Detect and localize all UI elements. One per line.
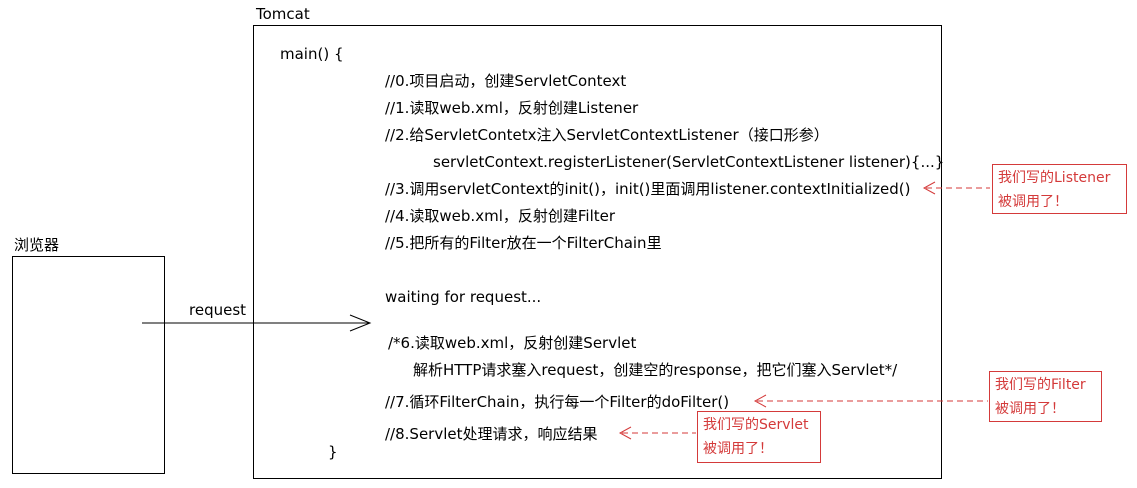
browser-box (12, 256, 165, 474)
filter-note-line1: 我们写的Filter (995, 377, 1086, 393)
servlet-note: 我们写的Servlet 被调用了！ (697, 411, 821, 463)
main-close-line: } (328, 443, 338, 461)
browser-title: 浏览器 (14, 236, 60, 254)
filter-note-line2: 被调用了！ (995, 401, 1065, 417)
step1-line: //1.读取web.xml，反射创建Listener (385, 99, 639, 117)
step5-line: //5.把所有的Filter放在一个FilterChain里 (385, 234, 662, 252)
request-arrow (142, 314, 372, 332)
step3-line: //3.调用servletContext的init()，init()里面调用li… (385, 180, 911, 198)
step6-detail-line: 解析HTTP请求塞入request，创建空的response，把它们塞入Serv… (413, 361, 898, 379)
step4-line: //4.读取web.xml，反射创建Filter (385, 207, 616, 225)
servlet-arrow (618, 426, 696, 440)
servlet-note-line2: 被调用了！ (703, 441, 773, 457)
tomcat-title: Tomcat (256, 5, 310, 23)
step2-line: //2.给ServletContetx注入ServletContextListe… (385, 126, 829, 144)
step6-line: /*6.读取web.xml，反射创建Servlet (388, 334, 637, 352)
listener-note-line1: 我们写的Listener (998, 170, 1111, 186)
tomcat-box (253, 25, 942, 479)
listener-note-line2: 被调用了！ (998, 194, 1068, 210)
request-label: request (189, 301, 247, 319)
step8-line: //8.Servlet处理请求，响应结果 (385, 425, 598, 443)
filter-note: 我们写的Filter 被调用了！ (989, 371, 1102, 422)
main-open-line: main() { (280, 45, 344, 63)
step2-detail-line: servletContext.registerListener(ServletC… (433, 153, 945, 171)
step7-line: //7.循环FilterChain，执行每一个Filter的doFilter() (385, 393, 730, 411)
servlet-note-line1: 我们写的Servlet (703, 417, 809, 433)
listener-note: 我们写的Listener 被调用了！ (992, 164, 1127, 214)
filter-arrow (753, 394, 988, 408)
waiting-line: waiting for request... (385, 288, 542, 306)
listener-arrow (922, 181, 990, 195)
step0-line: //0.项目启动，创建ServletContext (385, 72, 627, 90)
